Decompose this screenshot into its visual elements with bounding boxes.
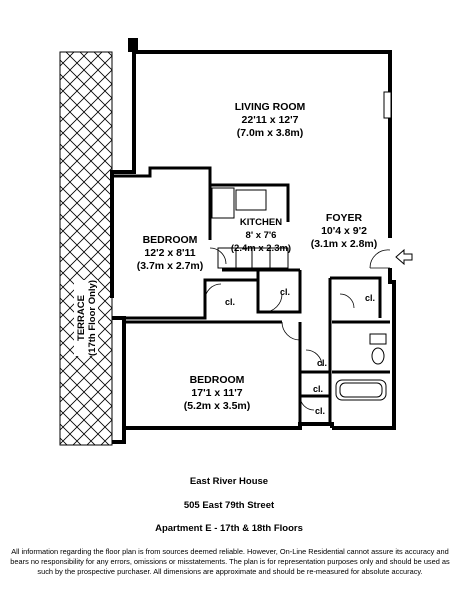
kitchen-label: KITCHEN 8' x 7'6 (2.4m x 2.3m) — [231, 217, 291, 254]
svg-text:10'4 x 9'2: 10'4 x 9'2 — [321, 225, 367, 237]
svg-text:LIVING ROOM: LIVING ROOM — [235, 101, 306, 113]
window — [383, 91, 392, 119]
entry-arrow-icon — [395, 248, 413, 266]
svg-text:BEDROOM: BEDROOM — [190, 374, 245, 386]
svg-text:(5.2m x 3.5m): (5.2m x 3.5m) — [184, 400, 251, 412]
svg-text:KITCHEN: KITCHEN — [240, 217, 282, 228]
svg-text:8' x 7'6: 8' x 7'6 — [246, 230, 277, 241]
building-address: 505 East 79th Street — [183, 500, 275, 511]
svg-text:cl.: cl. — [317, 358, 327, 368]
svg-text:BEDROOM: BEDROOM — [143, 234, 198, 246]
svg-text:cl.: cl. — [225, 297, 235, 307]
svg-text:(3.1m x 2.8m): (3.1m x 2.8m) — [311, 238, 378, 250]
disclaimer: All information regarding the floor plan… — [10, 547, 450, 576]
kitchen-fixtures — [211, 187, 289, 269]
svg-text:(7.0m x 3.8m): (7.0m x 3.8m) — [237, 127, 304, 139]
interior-walls — [112, 166, 390, 424]
bedroom-1-label: BEDROOM 12'2 x 8'11 (3.7m x 2.7m) — [137, 234, 204, 272]
svg-text:TERRACE: TERRACE — [76, 295, 87, 341]
bathroom-fixtures — [335, 333, 387, 401]
svg-text:(17th Floor Only): (17th Floor Only) — [87, 280, 98, 356]
bedroom-2-label: BEDROOM 17'1 x 11'7 (5.2m x 3.5m) — [184, 374, 251, 412]
column — [128, 38, 138, 52]
apartment-title: Apartment E - 17th & 18th Floors — [155, 523, 303, 534]
living-room-label: LIVING ROOM 22'11 x 12'7 (7.0m x 3.8m) — [235, 101, 306, 139]
svg-text:cl.: cl. — [365, 293, 375, 303]
doors — [204, 247, 391, 411]
svg-text:cl.: cl. — [315, 406, 325, 416]
svg-text:cl.: cl. — [280, 287, 290, 297]
svg-text:17'1 x 11'7: 17'1 x 11'7 — [191, 387, 242, 399]
svg-text:FOYER: FOYER — [326, 212, 363, 224]
svg-text:22'11 x 12'7: 22'11 x 12'7 — [242, 114, 299, 126]
svg-text:12'2 x 8'11: 12'2 x 8'11 — [144, 247, 195, 259]
svg-text:(2.4m x 2.3m): (2.4m x 2.3m) — [231, 243, 291, 254]
svg-text:(3.7m x 2.7m): (3.7m x 2.7m) — [137, 260, 204, 272]
terrace — [59, 51, 113, 446]
closet-labels: cl. cl. cl. cl. cl. cl. — [225, 287, 375, 416]
foyer-label: FOYER 10'4 x 9'2 (3.1m x 2.8m) — [311, 212, 378, 250]
terrace-label: TERRACE (17th Floor Only) — [74, 280, 98, 356]
building-name: East River House — [189, 476, 269, 487]
svg-text:cl.: cl. — [313, 384, 323, 394]
